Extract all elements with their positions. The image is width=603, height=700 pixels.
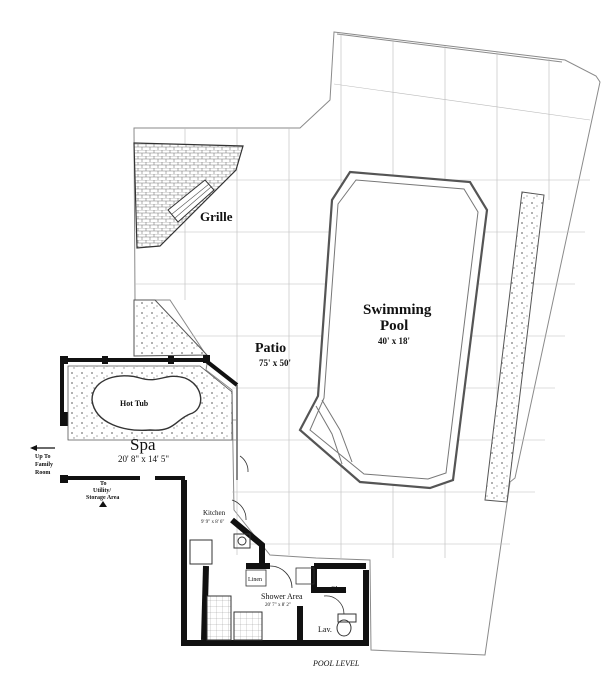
shower-tile (206, 595, 232, 641)
level-caption: POOL LEVEL (312, 659, 360, 668)
utility-label-1: To (100, 481, 106, 487)
shower-size: 20' 7" x 8' 2" (265, 603, 291, 608)
kitchen-label: Kitchen (203, 509, 226, 517)
down-exit-arrow (99, 501, 107, 507)
left-arrowhead (30, 445, 37, 451)
patio-size: 75' x 50' (259, 358, 291, 368)
hot-tub (67, 365, 233, 441)
grille-brick (133, 142, 244, 249)
shower-label: Shower Area (261, 592, 303, 601)
spa-walls (60, 358, 239, 480)
hot-tub-label: Hot Tub (120, 399, 149, 408)
family-room-label-3: Room (35, 470, 50, 476)
family-room-label-2: Family (35, 462, 53, 468)
family-room-label-1: Up To (35, 454, 51, 460)
lav-label: Lav. (318, 625, 332, 634)
swimming-pool (298, 170, 489, 490)
pool-size: 40' x 18' (378, 336, 410, 346)
patio-label: Patio (255, 341, 286, 356)
utility-label-2: Utility/ (93, 488, 111, 494)
pool-label-line2: Pool (380, 318, 408, 334)
door-swings (231, 455, 345, 615)
planter-strip (484, 191, 545, 503)
spa-label: Spa (130, 435, 156, 454)
spa-size: 20' 8" x 14' 5" (118, 454, 169, 464)
toilet (336, 613, 357, 637)
linen-label: Linen (248, 577, 262, 583)
grille-label: Grille (200, 209, 233, 224)
vanity (295, 567, 315, 585)
pool-label-line1: Swimming (363, 302, 432, 318)
closet-label: Clos. (330, 585, 347, 594)
linen-closet (245, 569, 267, 587)
utility-label-3: Storage Area (86, 495, 119, 501)
kitchen-size: 9' 9" x 8' 6" (201, 520, 224, 525)
shower-stall (233, 611, 263, 641)
spa-columns (60, 355, 210, 483)
kitchen-fixtures (189, 533, 251, 565)
spa-planter (133, 299, 209, 357)
building-walls (181, 480, 369, 646)
patio-outline (133, 31, 601, 656)
